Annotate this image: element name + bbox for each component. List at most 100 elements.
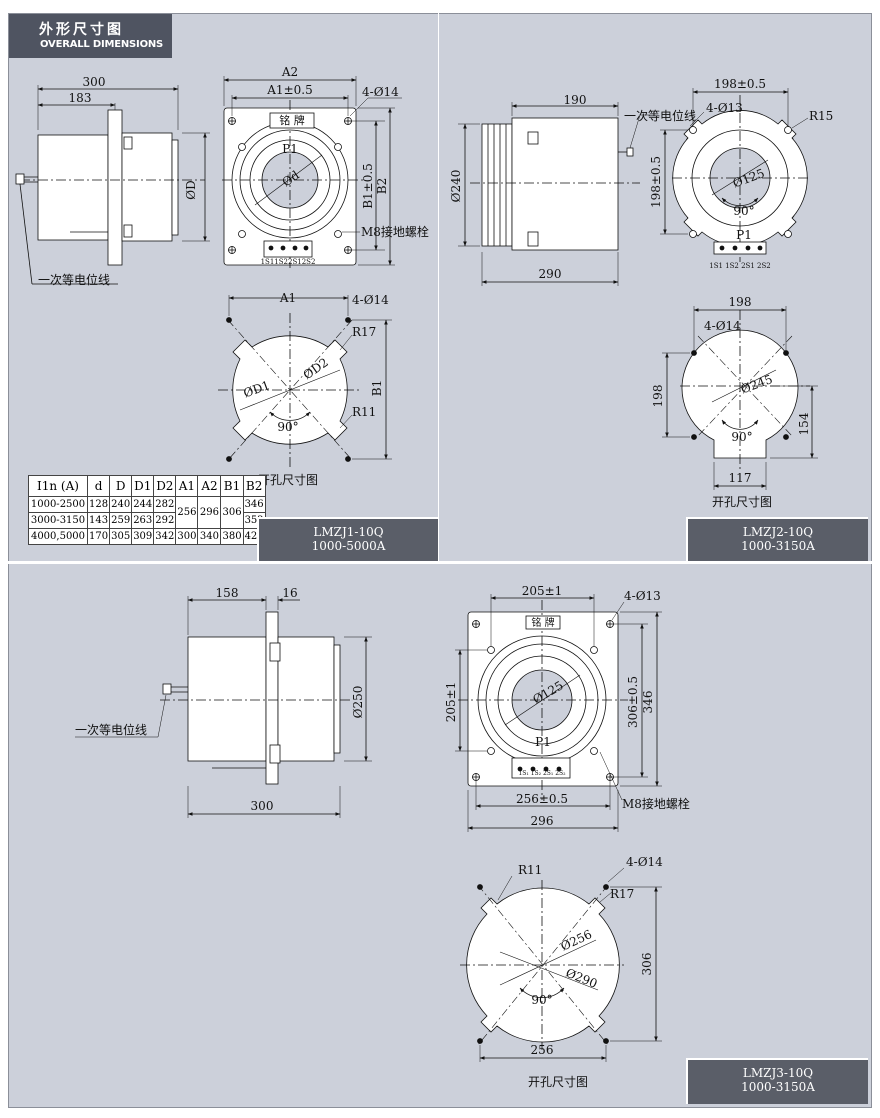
- p1-dim-a2: A2: [281, 65, 298, 79]
- p3-cutout-label: 开孔尺寸图: [528, 1075, 588, 1089]
- p1c-angle: 90°: [277, 420, 298, 434]
- section-header: 外形尺寸图 OVERALL DIMENSIONS: [9, 14, 172, 58]
- p2-dim-190: 190: [564, 93, 587, 107]
- p1-dim-od: ØD: [184, 180, 198, 199]
- table-cell: 3000-3150: [28, 512, 88, 529]
- table-cell: 305: [109, 528, 133, 545]
- table-cell: 143: [86, 512, 111, 529]
- table-cell: 244: [131, 496, 155, 513]
- p2-cutout-label: 开孔尺寸图: [712, 495, 772, 509]
- p3-dim-300: 300: [251, 799, 274, 813]
- p3-dim-158: 158: [216, 586, 239, 600]
- table-cell: 380: [220, 528, 244, 545]
- table-cell: 342: [153, 528, 177, 545]
- p3-dim-250: Ø250: [351, 686, 365, 719]
- table-header-row: I1n (A) d D D1 D2 A1 A2 B1 B2: [28, 475, 266, 497]
- p2-dim-198: 198±0.5: [714, 77, 766, 91]
- p3-cutout-view: [460, 867, 662, 1062]
- p2-front-view: [660, 88, 810, 262]
- p1-ground-bolt: M8接地螺栓: [361, 224, 429, 239]
- p2-model: LMZJ2-10Q: [742, 525, 814, 539]
- p1c-dim-b1: B1: [370, 380, 384, 396]
- p1c-dim-r17: R17: [352, 325, 376, 339]
- p3-side-view: [75, 596, 372, 818]
- p3-dim-205v: 205±1: [444, 682, 458, 723]
- p1c-dim-holes: 4-Ø14: [352, 293, 389, 307]
- table-cell: 300: [175, 528, 199, 545]
- header-title-en: OVERALL DIMENSIONS: [40, 39, 164, 50]
- table-header-cell: D: [109, 475, 133, 497]
- p1-dim-b1: B1±0.5: [361, 163, 375, 209]
- p2-dim-holes: 4-Ø13: [706, 101, 743, 115]
- table-cell: 4000,5000: [28, 528, 88, 545]
- table-header-cell: A1: [175, 475, 199, 497]
- table-cell: 282: [153, 496, 177, 513]
- table-header-cell: A2: [197, 475, 222, 497]
- p3-range: 1000-3150A: [741, 1080, 815, 1094]
- p1-cutout-label: 开孔尺寸图: [258, 473, 318, 487]
- p2-p1-mark: P1: [736, 228, 752, 242]
- p2-model-box: LMZJ2-10Q 1000-3150A: [686, 517, 868, 561]
- p1-cutout-view: [218, 295, 392, 467]
- p3c-angle: 90°: [531, 993, 552, 1007]
- dimension-table: I1n (A) d D D1 D2 A1 A2 B1 B2 1000-2500 …: [28, 475, 266, 545]
- p3-model-box: LMZJ3-10Q 1000-3150A: [686, 1058, 868, 1104]
- table-row: 1000-2500 128 240 244 282 256 296 306 34…: [28, 496, 266, 529]
- p2c-dim-198: 198: [729, 295, 752, 309]
- p3-dim-16: 16: [282, 586, 297, 600]
- table-cell: 128: [86, 496, 111, 513]
- p3c-dim-holes: 4-Ø14: [626, 855, 663, 869]
- p1-nameplate: 铭 牌: [279, 113, 305, 127]
- p3-terminals: 1S₁ 1S₂ 2S₁ 2S₂: [518, 770, 566, 777]
- p1-p1-mark: P1: [282, 142, 298, 156]
- table-cell: 309: [131, 528, 155, 545]
- table-header-cell: d: [86, 475, 111, 497]
- table-row: 4000,5000 170 305 309 342 300 340 380 42…: [28, 528, 266, 545]
- panel-divider-vertical: [438, 13, 439, 561]
- table-header-cell: B1: [220, 475, 244, 497]
- p3-ground-bolt: M8接地螺栓: [622, 796, 690, 811]
- p2c-dim-154: 154: [797, 412, 811, 435]
- p3-nameplate: 铭 牌: [531, 616, 554, 629]
- table-cell: 259: [109, 512, 133, 529]
- p3-equipotential-label: 一次等电位线: [75, 722, 147, 737]
- table-cell: 340: [197, 528, 222, 545]
- p2-dim-290: 290: [539, 267, 562, 281]
- p3-dim-205: 205±1: [522, 584, 563, 598]
- p3-dim-306: 306±0.5: [626, 676, 640, 728]
- p1-model: LMZJ1-10Q: [313, 525, 384, 539]
- p2-terminals: 1S1 1S2 2S1 2S2: [709, 262, 771, 270]
- table-header-cell: D1: [131, 475, 155, 497]
- header-title-zh: 外形尺寸图: [39, 22, 124, 38]
- p2c-dim-198v: 198: [651, 385, 665, 408]
- table-cell: 240: [109, 496, 133, 513]
- p2-side-view: [458, 102, 650, 286]
- p2-equipotential-label: 一次等电位线: [624, 108, 696, 123]
- p1-range: 1000-5000A: [311, 539, 386, 553]
- table-row: 3000-3150 143 259 263 292 352: [28, 512, 266, 529]
- p2-range: 1000-3150A: [741, 539, 815, 553]
- p1-dim-183: 183: [69, 91, 92, 105]
- p1-terminals: 1S11S22S12S2: [261, 258, 316, 266]
- p1-dim-holes: 4-Ø14: [362, 85, 399, 99]
- table-cell: 292: [153, 512, 177, 529]
- table-cell: 346: [242, 496, 266, 513]
- p2-angle: 90°: [733, 204, 754, 218]
- p1-equipotential-label: 一次等电位线: [38, 272, 110, 287]
- p3-dim-346: 346: [641, 691, 655, 714]
- p3-dim-296: 296: [531, 814, 554, 828]
- table-cell: 306: [220, 496, 244, 529]
- p2c-dim-holes: 4-Ø14: [704, 319, 741, 333]
- p1-dim-b2: B2: [375, 178, 389, 194]
- p3c-dim-306: 306: [640, 953, 654, 976]
- p3-model: LMZJ3-10Q: [742, 1066, 814, 1080]
- p3-p1-mark: P1: [535, 735, 551, 749]
- p3c-dim-256: 256: [531, 1043, 554, 1057]
- p2c-dim-117: 117: [729, 471, 752, 485]
- table-header-cell: D2: [153, 475, 177, 497]
- p3-front-view: [455, 594, 662, 832]
- p3c-dim-r11: R11: [518, 863, 542, 877]
- p1c-dim-a1: A1: [279, 291, 296, 305]
- p1-dim-300: 300: [83, 75, 106, 89]
